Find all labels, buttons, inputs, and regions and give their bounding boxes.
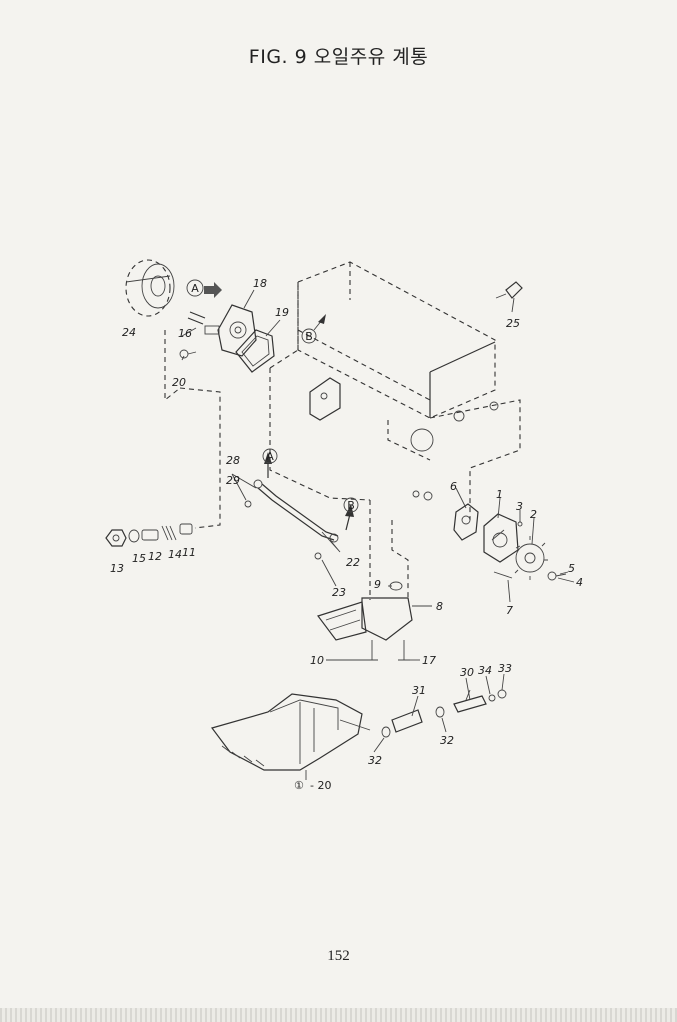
marker-a-top: A xyxy=(186,279,204,297)
figure-title: FIG. 9 오일주유 계통 xyxy=(248,46,429,68)
range-text: - 20 xyxy=(310,779,331,792)
svg-text:A: A xyxy=(266,450,274,463)
callout-29: 29 xyxy=(226,474,240,487)
callout-18: 18 xyxy=(253,277,267,290)
part-range-note: ① - 20 xyxy=(294,779,331,792)
oil-strainer-bracket-part-8 xyxy=(317,581,413,661)
callout-5: 5 xyxy=(568,562,575,575)
svg-text:B: B xyxy=(305,330,313,343)
callout-22: 22 xyxy=(346,556,360,569)
relief-valve-stack xyxy=(105,523,193,547)
range-symbol: ① xyxy=(294,779,304,792)
callout-3: 3 xyxy=(516,500,523,513)
pulley-part-24 xyxy=(125,259,175,317)
callout-32-left: 32 xyxy=(368,754,382,767)
callout-23: 23 xyxy=(332,586,346,599)
callout-17: 17 xyxy=(422,654,436,667)
oil-pump-cover-part-18 xyxy=(217,304,257,357)
oil-pump-assembly xyxy=(412,490,567,581)
relief-valve-parts xyxy=(179,282,222,359)
callout-16: 16 xyxy=(178,327,192,340)
callout-7: 7 xyxy=(506,604,513,617)
callout-11: 11 xyxy=(182,546,196,559)
leader-lines xyxy=(181,289,575,753)
callout-10: 10 xyxy=(310,654,324,667)
page-number: 152 xyxy=(327,948,350,964)
callout-9: 9 xyxy=(374,578,381,591)
svg-text:A: A xyxy=(191,282,199,295)
marker-b-top: B xyxy=(301,314,326,344)
gasket-part-19 xyxy=(235,329,275,373)
callout-15: 15 xyxy=(132,552,146,565)
oil-pan xyxy=(210,693,371,780)
callout-34: 34 xyxy=(478,664,492,677)
callout-25: 25 xyxy=(506,317,520,330)
callout-6: 6 xyxy=(450,480,457,493)
callout-4: 4 xyxy=(576,576,583,589)
callout-20: 20 xyxy=(172,376,186,389)
callout-30: 30 xyxy=(460,666,474,679)
drain-hose-assembly xyxy=(381,689,507,738)
callout-2: 2 xyxy=(530,508,537,521)
callout-labels: 18 19 16 20 24 25 28 29 22 23 13 15 12 1… xyxy=(110,277,583,767)
callout-8: 8 xyxy=(436,600,443,613)
callout-31: 31 xyxy=(412,684,426,697)
engine-block xyxy=(164,261,521,600)
callout-33: 33 xyxy=(498,662,512,675)
svg-text:B: B xyxy=(347,499,355,512)
pressure-switch-part-25 xyxy=(495,281,523,299)
marker-a-mid: A xyxy=(262,448,278,464)
marker-b-mid: B xyxy=(343,497,359,513)
callout-13: 13 xyxy=(110,562,124,575)
oil-pipe-part-28 xyxy=(231,452,354,560)
callout-28: 28 xyxy=(226,454,240,467)
callout-19: 19 xyxy=(275,306,289,319)
callout-12: 12 xyxy=(148,550,162,563)
callout-1: 1 xyxy=(496,488,503,501)
callout-24: 24 xyxy=(122,326,136,339)
scan-edge-band xyxy=(0,1008,677,1022)
callout-32-right: 32 xyxy=(440,734,454,747)
callout-14: 14 xyxy=(168,548,182,561)
